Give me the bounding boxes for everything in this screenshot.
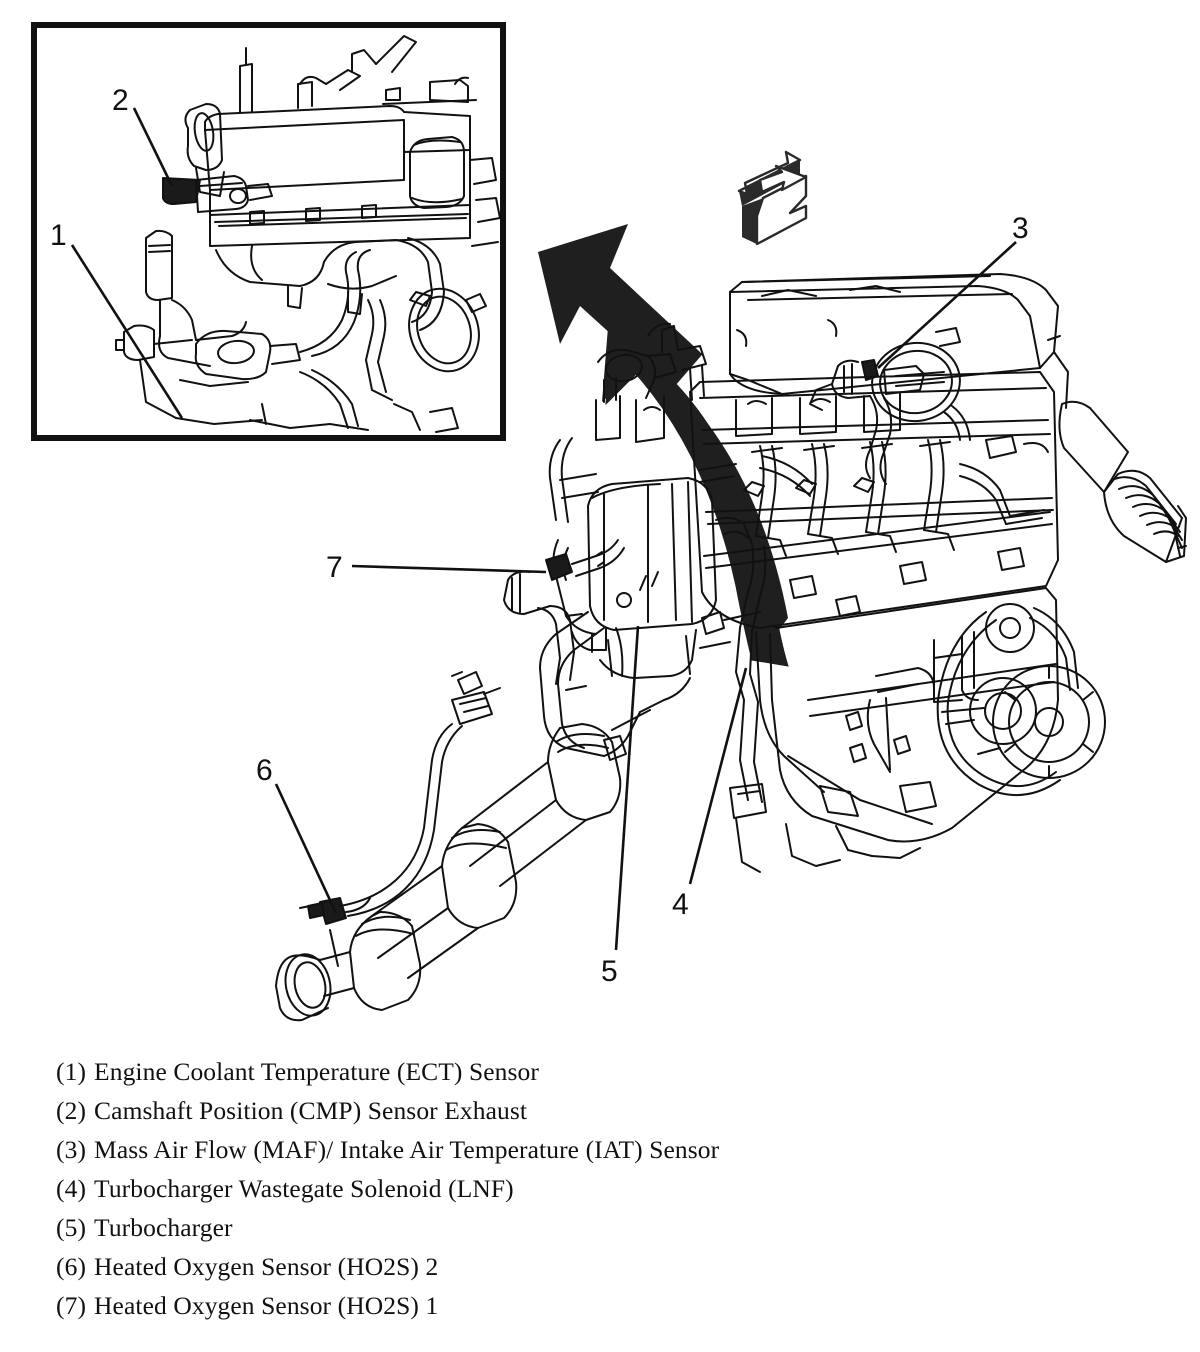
legend-label: Mass Air Flow (MAF)/ Intake Air Temperat… — [94, 1135, 720, 1164]
rotation-arrow-large-head — [538, 224, 700, 386]
legend-label: Engine Coolant Temperature (ECT) Sensor — [94, 1057, 539, 1086]
legend-item: (4)Turbocharger Wastegate Solenoid (LNF) — [0, 1169, 1200, 1208]
legend-index: (2) — [56, 1096, 87, 1125]
callout-number-5: 5 — [601, 955, 618, 988]
engine-assembly-view: 3 7 6 4 5 — [256, 150, 1187, 1022]
legend-index: (1) — [56, 1057, 87, 1086]
legend-item: (5)Turbocharger — [0, 1208, 1200, 1247]
legend-index: (3) — [56, 1135, 87, 1164]
callout-number-3: 3 — [1012, 212, 1029, 245]
callout-5: 5 — [601, 625, 640, 988]
legend-item: (2)Camshaft Position (CMP) Sensor Exhaus… — [0, 1091, 1200, 1130]
legend-item: (1)Engine Coolant Temperature (ECT) Sens… — [0, 1052, 1200, 1091]
engine-diagram-figure: 2 1 — [31, 22, 1187, 1022]
legend-item: (3)Mass Air Flow (MAF)/ Intake Air Tempe… — [0, 1130, 1200, 1169]
callout-6: 6 — [256, 754, 338, 914]
legend-label: Camshaft Position (CMP) Sensor Exhaust — [94, 1096, 528, 1125]
callout-number-2: 2 — [112, 84, 129, 117]
legend-label: Turbocharger Wastegate Solenoid (LNF) — [94, 1174, 514, 1203]
inset-callout-1: 1 — [50, 219, 184, 419]
callout-number-7: 7 — [326, 551, 343, 584]
inset-callout-2: 2 — [112, 84, 174, 187]
callout-number-1: 1 — [50, 219, 67, 252]
engine-linework — [275, 273, 1187, 1022]
inset-engine-linework — [115, 35, 501, 433]
callout-number-4: 4 — [672, 888, 689, 921]
legend-item: (7)Heated Oxygen Sensor (HO2S) 1 — [0, 1286, 1200, 1325]
legend-label: Heated Oxygen Sensor (HO2S) 1 — [94, 1291, 439, 1320]
diagram-canvas: 2 1 — [31, 22, 1187, 1022]
legend-item: (6)Heated Oxygen Sensor (HO2S) 2 — [0, 1247, 1200, 1286]
callout-3: 3 — [877, 212, 1029, 369]
component-legend: (1)Engine Coolant Temperature (ECT) Sens… — [0, 1052, 1200, 1325]
callout-4: 4 — [672, 667, 748, 921]
inset-border — [31, 22, 506, 441]
legend-label: Heated Oxygen Sensor (HO2S) 2 — [94, 1252, 439, 1281]
view-direction-arrow-small — [737, 150, 808, 246]
legend-index: (6) — [56, 1252, 87, 1281]
legend-index: (5) — [56, 1213, 87, 1242]
legend-label: Turbocharger — [94, 1213, 233, 1242]
legend-index: (4) — [56, 1174, 87, 1203]
detail-view-inset: 2 1 — [31, 22, 506, 441]
legend-index: (7) — [56, 1291, 87, 1320]
callout-7: 7 — [326, 551, 547, 584]
callout-number-6: 6 — [256, 754, 273, 787]
